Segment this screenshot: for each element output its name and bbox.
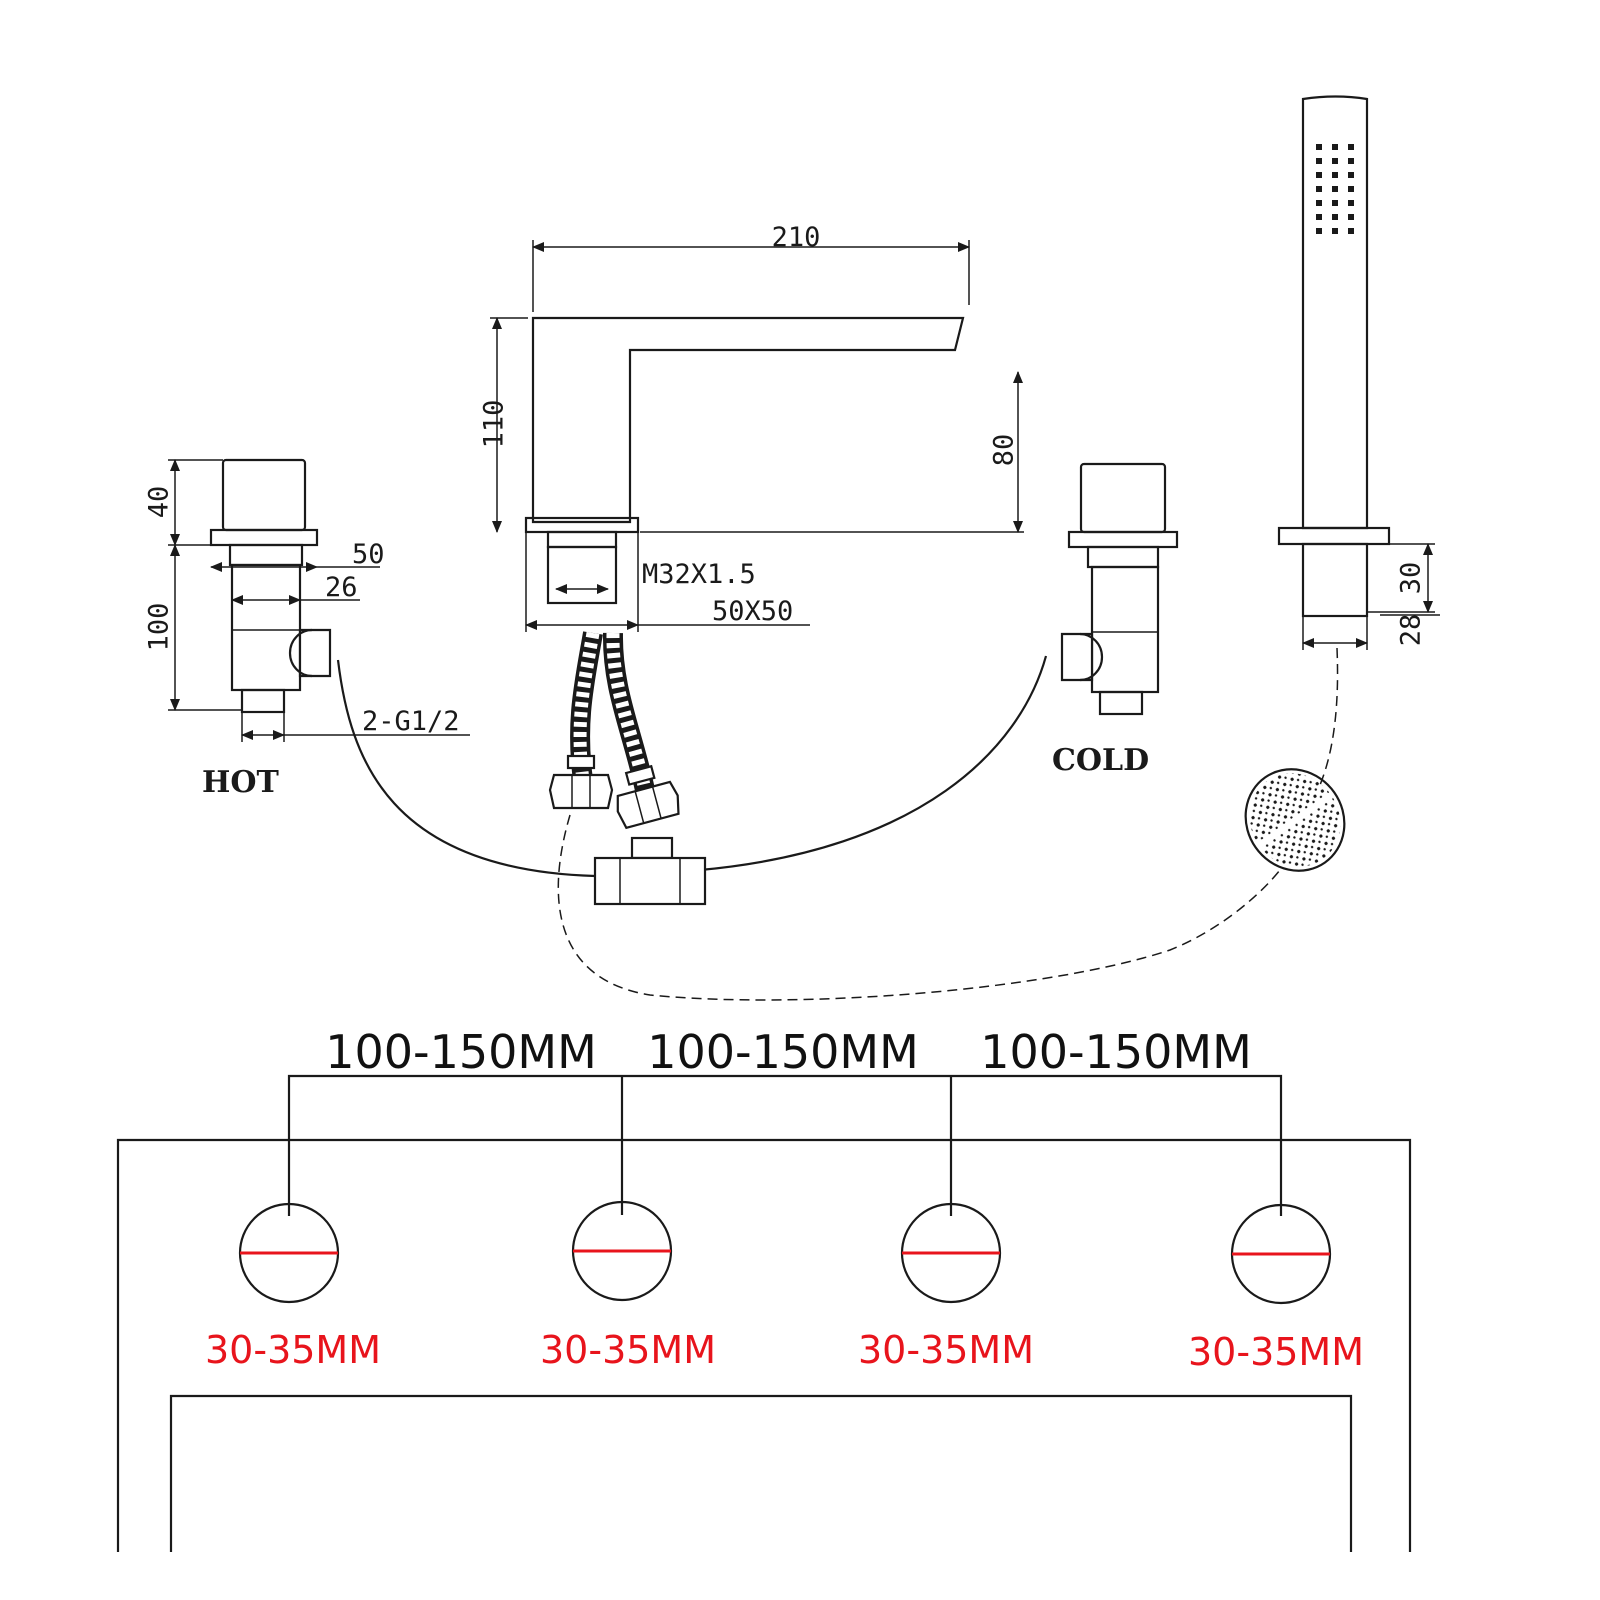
dim-spout-height: 110: [479, 400, 510, 449]
dim-thread: M32X1.5: [642, 559, 756, 590]
shower-nozzles: [1312, 140, 1360, 236]
hand-shower-drawing: 30 28: [1244, 95, 1440, 872]
dim-spout-reach: 80: [989, 434, 1020, 467]
dim-handle-height: 40: [144, 486, 175, 519]
hoses: [336, 631, 1339, 1001]
hose-weight: [1244, 768, 1346, 872]
cold-valve-drawing: COLD: [1052, 462, 1179, 778]
deck-plan: 100-150MM 100-150MM 100-150MM 30-35MM 30…: [116, 1025, 1412, 1552]
hole-size-label-3: 30-35MM: [858, 1328, 1034, 1372]
dim-inlet: 2-G1/2: [362, 706, 460, 737]
dim-holder-height: 30: [1396, 562, 1427, 595]
label-cold: COLD: [1052, 743, 1149, 778]
spacing-label-3: 100-150MM: [980, 1025, 1252, 1079]
hole-size-label-4: 30-35MM: [1188, 1330, 1364, 1374]
dim-flange-width: 50: [352, 539, 385, 570]
hole-size-label-2: 30-35MM: [540, 1328, 716, 1372]
dim-base: 50X50: [712, 596, 793, 627]
dim-holder-width: 28: [1396, 614, 1427, 647]
label-hot: HOT: [202, 765, 279, 800]
dim-spout-width: 210: [772, 222, 821, 253]
spacing-label-2: 100-150MM: [647, 1025, 919, 1079]
spacing-label-1: 100-150MM: [325, 1025, 597, 1079]
dim-body-height: 100: [144, 603, 175, 652]
dim-body-width: 26: [325, 572, 358, 603]
hole-size-label-1: 30-35MM: [205, 1328, 381, 1372]
hot-valve-drawing: 40 100 50 26 2-G1/2 HOT: [144, 458, 470, 800]
spout-drawing: 210 110 80 M32X1.5 50X50: [479, 222, 1024, 632]
